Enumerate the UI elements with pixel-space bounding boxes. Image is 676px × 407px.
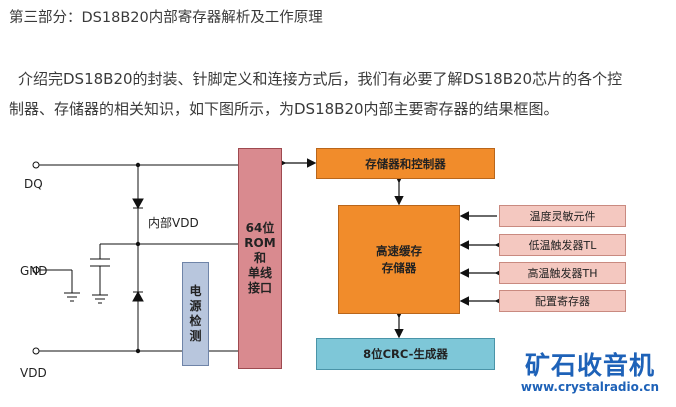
- pin-vdd-label: VDD: [20, 366, 47, 380]
- register-temp-sensor: 温度灵敏元件: [499, 205, 626, 227]
- rom-line-4: 单线: [247, 266, 272, 280]
- watermark-logo-text: 矿石收音机: [524, 351, 655, 380]
- power-line-2: 源: [189, 299, 202, 313]
- vdd-terminal: [32, 347, 40, 355]
- rom-line-3: 和: [253, 251, 266, 265]
- power-detect-block: 电 源 检 测: [182, 262, 209, 366]
- crc-generator-block: 8位CRC-生成器: [316, 338, 495, 370]
- rom-line-1: 64位: [245, 221, 275, 235]
- scratchpad-line-1: 高速缓存: [376, 243, 422, 258]
- diode-upper: [132, 198, 144, 210]
- memory-controller-block: 存储器和控制器: [316, 148, 495, 179]
- intro-line-2: 制器、存储器的相关知识，如下图所示，为DS18B20内部主要寄存器的结果框图。: [9, 100, 559, 118]
- power-line-3: 检: [189, 314, 202, 328]
- register-tl: 低温触发器TL: [499, 234, 626, 256]
- intro-paragraph: 介绍完DS18B20的封装、针脚定义和连接方式后，我们有必要了解DS18B20芯…: [9, 64, 669, 124]
- rom-line-5: 接口: [247, 281, 272, 295]
- register-config: 配置寄存器: [499, 290, 626, 312]
- power-line-1: 电: [189, 284, 202, 298]
- diode-lower: [132, 290, 144, 302]
- watermark: 矿石收音机 www.crystalradio.cn: [508, 346, 672, 394]
- dq-terminal: [32, 161, 40, 169]
- register-th: 高温触发器TH: [499, 262, 626, 284]
- intro-line-1: 介绍完DS18B20的封装、针脚定义和连接方式后，我们有必要了解DS18B20芯…: [18, 70, 623, 88]
- rom-interface-block: 64位 ROM 和 单线 接口: [238, 148, 282, 369]
- section-heading: 第三部分：DS18B20内部寄存器解析及工作原理: [9, 10, 323, 26]
- internal-vdd-label: 内部VDD: [148, 216, 199, 230]
- pin-gnd-label: GND: [20, 264, 48, 278]
- gnd-terminal: [32, 266, 40, 274]
- power-line-4: 测: [189, 329, 202, 343]
- rom-line-2: ROM: [244, 236, 276, 250]
- watermark-url: www.crystalradio.cn: [520, 380, 660, 394]
- scratchpad-block: 高速缓存 存储器: [338, 205, 460, 314]
- scratchpad-line-2: 存储器: [381, 260, 417, 275]
- pin-dq-label: DQ: [24, 177, 43, 191]
